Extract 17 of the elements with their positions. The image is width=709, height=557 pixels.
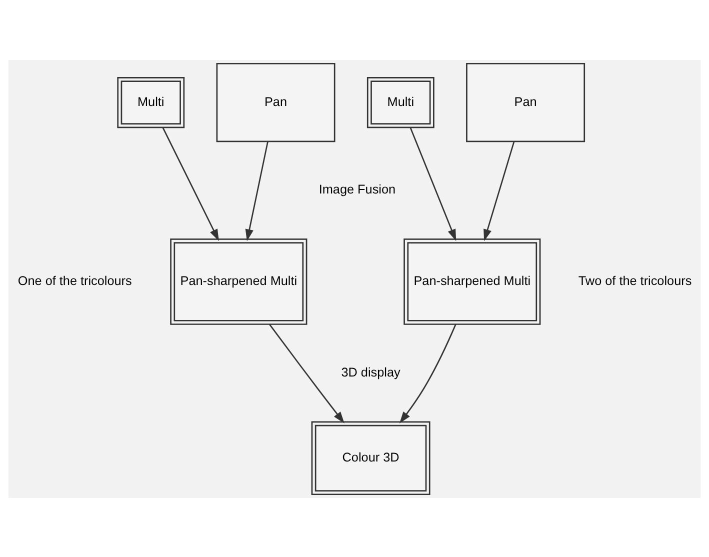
node-box: Multi — [366, 76, 434, 128]
node-box: Pan — [216, 62, 336, 142]
node-box: Colour 3D — [311, 420, 430, 495]
arrow — [410, 126, 456, 241]
arrow — [268, 323, 344, 423]
arrow — [399, 324, 456, 423]
arrow — [245, 140, 268, 241]
node-box: Multi — [117, 76, 185, 128]
node-label: One of the tricolours — [18, 274, 132, 288]
node-label: Two of the tricolours — [578, 274, 692, 288]
node-box: Pan — [466, 62, 586, 142]
node-box: Pan-sharpened Multi — [404, 238, 541, 324]
label: 3D display — [341, 364, 400, 379]
arrow — [162, 126, 219, 240]
label: Image Fusion — [318, 182, 396, 196]
node-box: Pan-sharpened Multi — [170, 238, 308, 324]
arrow — [484, 140, 515, 241]
